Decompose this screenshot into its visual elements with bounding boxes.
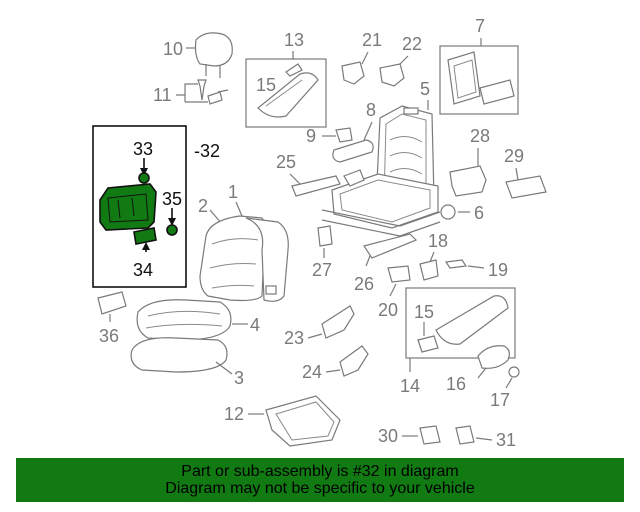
callout-18: 18 — [428, 231, 448, 251]
switch-knob-34 — [133, 227, 157, 245]
callout-28: 28 — [470, 126, 490, 146]
part-6-knob: 6 — [440, 203, 484, 223]
part-1-2-seat-back: 1 2 — [198, 182, 289, 302]
part-27-cover: 27 — [312, 225, 333, 280]
power-seat-switch — [99, 183, 157, 231]
part-23-24-levers: 23 24 — [284, 305, 369, 382]
callout-23: 23 — [284, 328, 304, 348]
part-10-headrest: 10 — [163, 32, 233, 78]
callout-14: 14 — [400, 376, 420, 396]
part-3-4-seat-cushion: 4 3 — [130, 299, 260, 388]
part-36-cover: 36 — [97, 291, 127, 346]
sub-assembly-32-box — [92, 125, 187, 288]
callout-13: 13 — [284, 30, 304, 50]
headrest-shape — [194, 32, 233, 67]
banner-line-1: Part or sub-assembly is #32 in diagram — [181, 463, 459, 480]
screw-33 — [138, 172, 150, 184]
callout-22: 22 — [402, 34, 422, 54]
part-8-9-recliner: 8 9 — [306, 100, 376, 163]
callout-36: 36 — [99, 326, 119, 346]
callout-11: 11 — [153, 85, 172, 105]
seat-parts-diagram: -32 33 35 34 10 11 13 — [92, 16, 547, 450]
callout-7: 7 — [475, 16, 485, 36]
callout-29: 29 — [504, 146, 524, 166]
callout-16: 16 — [446, 374, 466, 394]
part-11-guides: 11 — [153, 79, 229, 105]
callout-35: 35 — [162, 189, 182, 209]
callout-25: 25 — [276, 152, 296, 172]
part-18-19-20: 18 19 20 — [378, 231, 508, 320]
callout-31: 31 — [496, 430, 516, 450]
callout-26: 26 — [354, 274, 374, 294]
callout-12: 12 — [224, 404, 244, 424]
callout-15-bottom: 15 — [414, 302, 434, 322]
callout-4: 4 — [250, 315, 260, 335]
arrow-33 — [140, 168, 148, 176]
seat-back-rear — [245, 217, 289, 302]
part-16-17-handle: 16 17 — [446, 345, 520, 410]
part-14-box: 15 14 — [400, 287, 516, 396]
part-26-rail: 26 — [354, 233, 418, 294]
callout-3: 3 — [234, 368, 244, 388]
callout-9: 9 — [306, 126, 316, 146]
callout-27: 27 — [312, 260, 332, 280]
part-12-tray: 12 — [224, 395, 341, 447]
part-25-rail-cover: 25 — [276, 152, 341, 197]
callout-30: 30 — [378, 426, 398, 446]
sub-assembly-32-group: -32 33 35 34 — [92, 125, 220, 288]
callout-32: -32 — [194, 141, 220, 161]
seat-frame-tracks — [321, 169, 441, 237]
callout-33: 33 — [133, 139, 153, 159]
seat-back-front — [199, 215, 267, 302]
callout-6: 6 — [474, 203, 484, 223]
callout-21: 21 — [362, 30, 382, 50]
callout-19: 19 — [488, 260, 508, 280]
callout-20: 20 — [378, 300, 398, 320]
part-7-back-board: 7 — [439, 16, 519, 115]
callout-5: 5 — [420, 79, 430, 99]
banner-line-2: Diagram may not be specific to your vehi… — [165, 480, 475, 497]
callout-2: 2 — [198, 196, 208, 216]
seat-cushion-pad — [130, 337, 228, 373]
callout-24: 24 — [302, 362, 322, 382]
part-21-22-covers: 21 22 — [341, 30, 422, 87]
part-28-29-brackets: 28 29 — [449, 126, 547, 199]
part-13-box: 13 15 — [245, 30, 327, 128]
part-30-31-clips: 30 31 — [378, 425, 516, 450]
callout-8: 8 — [366, 100, 376, 120]
screw-35 — [166, 224, 178, 236]
info-banner: Part or sub-assembly is #32 in diagram D… — [16, 458, 624, 502]
callout-17: 17 — [490, 390, 510, 410]
seat-cushion-cover — [136, 299, 232, 341]
callout-10: 10 — [163, 39, 183, 59]
callout-15-top: 15 — [256, 75, 276, 95]
callout-1: 1 — [228, 182, 238, 202]
callout-34: 34 — [133, 260, 153, 280]
